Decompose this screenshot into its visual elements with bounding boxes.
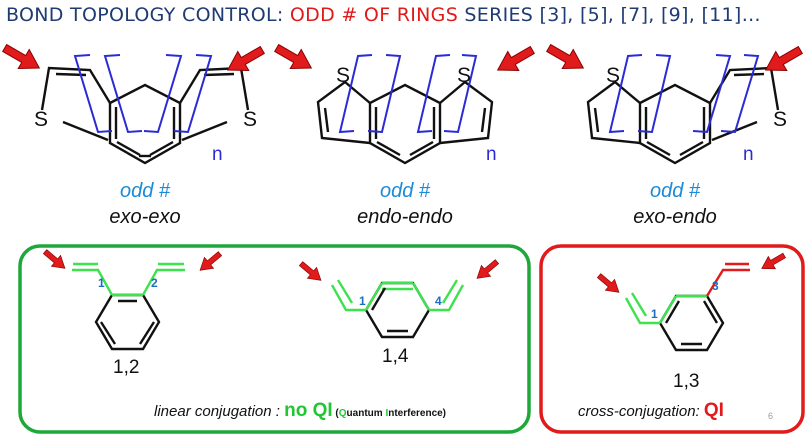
page-number: 6: [768, 411, 774, 421]
quantum-interference-note: (Quantum Interference): [332, 408, 447, 419]
repeat-n-label: n: [212, 144, 223, 165]
sulfur-label: S: [773, 108, 787, 131]
repeat-n-label: n: [486, 144, 497, 165]
red-arrow-icon: [491, 39, 539, 81]
red-arrow-icon: [270, 37, 318, 79]
red-arrow-icon: [40, 245, 70, 275]
title-highlight: ODD # OF RINGS: [289, 4, 459, 26]
red-arrow-icon: [472, 255, 502, 285]
no-qi-result: no QI: [284, 400, 333, 421]
position-number: 1: [98, 276, 105, 290]
compound-name-para: 1,4: [382, 346, 409, 367]
cross-conjugation-caption: cross-conjugation: QI: [578, 400, 724, 421]
structure-endo-endo: [316, 80, 494, 165]
position-number: 1: [651, 307, 658, 321]
compound-name-ortho: 1,2: [113, 357, 140, 378]
odd-label-1: odd #: [119, 180, 171, 202]
position-number: 2: [151, 276, 158, 290]
repeat-n-label: n: [743, 144, 754, 165]
type-label-exo-exo: exo-exo: [109, 206, 181, 228]
red-arrow-icon: [757, 248, 789, 276]
odd-label-2: odd #: [379, 180, 431, 202]
linear-conjugation-caption: linear conjugation : no QI (Quantum Inte…: [154, 400, 447, 421]
position-number: 3: [712, 279, 719, 293]
red-arrow-icon: [542, 37, 590, 79]
bracket-set-1: [73, 54, 213, 134]
cross-conjugation-box: [539, 244, 805, 434]
sulfur-label: S: [34, 108, 48, 131]
sulfur-label: S: [606, 64, 620, 87]
red-arrow-icon: [296, 257, 326, 287]
bracket-set-2: [338, 54, 478, 134]
sulfur-label: S: [336, 64, 350, 87]
bracket-set-3: [608, 54, 760, 134]
red-arrow-icon: [0, 37, 46, 79]
sulfur-label: S: [243, 108, 257, 131]
molecule-meta: [624, 262, 750, 352]
position-number: 1: [359, 294, 366, 308]
linear-conjugation-box: [18, 244, 531, 434]
position-number: 4: [435, 294, 442, 308]
molecule-ortho: [72, 262, 185, 351]
sulfur-label: S: [457, 64, 471, 87]
type-label-exo-endo: exo-endo: [633, 206, 717, 228]
structure-exo-endo: [586, 66, 780, 165]
red-arrow-icon: [759, 39, 807, 81]
molecule-para: [330, 279, 465, 339]
structure-exo-exo: [40, 66, 250, 165]
type-label-endo-endo: endo-endo: [357, 206, 453, 228]
compound-name-meta: 1,3: [673, 371, 700, 392]
qi-result: QI: [703, 400, 724, 421]
page-title: BOND TOPOLOGY CONTROL: ODD # OF RINGS SE…: [6, 4, 761, 26]
odd-label-3: odd #: [649, 180, 701, 202]
red-arrow-icon: [594, 269, 624, 299]
red-arrow-icon: [195, 247, 225, 277]
